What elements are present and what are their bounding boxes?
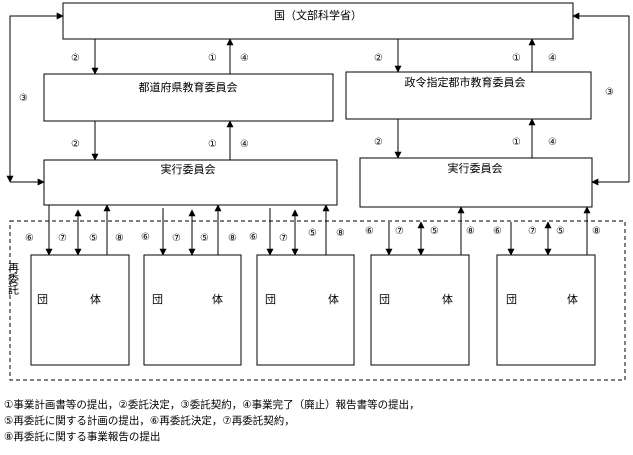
dantai-3-tai: 体 [328,292,339,306]
dantai-box-5 [496,254,596,366]
dantai-1-dan: 団 [37,293,48,306]
todofuken-box [43,73,334,122]
mark-8-g3: ⑧ [336,228,345,239]
dantai-box-4 [370,254,470,366]
saiitaku-label: 再委託 [7,262,20,295]
mark-4-a: ④ [240,53,249,64]
mark-4-c: ④ [240,139,249,150]
dantai-2-dan: 団 [152,293,163,306]
seirei-box [345,71,592,120]
mark-5-g1: ⑤ [89,233,98,244]
dantai-box-3 [256,254,355,366]
mark-6-g3: ⑥ [249,232,258,243]
dantai-box-1 [30,254,130,366]
legend: ①事業計画書等の提出，②委託決定，③委託契約，④事業完了（廃止）報告書等の提出，… [4,397,420,445]
mark-4-d: ④ [548,137,557,148]
mark-1-c: ① [208,139,217,150]
mark-6-g5: ⑥ [493,226,502,237]
mark-2-a: ② [71,53,80,64]
arrow-3-right-loop [572,12,630,182]
saiitaku-region [9,220,626,381]
jikkou-right-box [359,157,593,208]
dantai-5-tai: 体 [567,292,578,306]
jikkou-left-label: 実行委員会 [161,162,216,176]
mark-8-g4: ⑧ [466,226,475,237]
mark-5-g5: ⑤ [556,226,565,237]
mark-2-d: ② [374,137,383,148]
mark-1-d: ① [512,137,521,148]
mark-3-right: ③ [605,87,614,98]
mark-7-g1: ⑦ [58,233,67,244]
mark-6-g4: ⑥ [365,226,374,237]
legend-line-3: ⑧再委託に関する事業報告の提出 [4,431,161,443]
mark-5-g3: ⑤ [308,228,317,239]
mark-3-left: ③ [19,93,28,104]
mark-8-g1: ⑧ [115,233,124,244]
dantai-2-tai: 体 [212,292,223,306]
mark-7-g3: ⑦ [279,233,288,244]
mark-8-g5: ⑧ [592,226,601,237]
dantai-4-tai: 体 [442,292,453,306]
jikkou-right-label: 実行委員会 [448,161,503,175]
mark-8-g2: ⑧ [228,233,237,244]
mark-6-g2: ⑥ [141,232,150,243]
mark-1-b: ① [512,53,521,64]
dantai-5-dan: 団 [506,293,517,306]
dantai-3-dan: 団 [265,293,276,306]
legend-line-2: ⑤再委託に関する計画の提出，⑥再委託決定，⑦再委託契約， [4,415,295,427]
mark-5-g4: ⑤ [430,226,439,237]
mark-4-b: ④ [548,53,557,64]
seirei-label: 政令指定都市教育委員会 [405,75,526,89]
legend-line-1: ①事業計画書等の提出，②委託決定，③委託契約，④事業完了（廃止）報告書等の提出， [4,399,420,411]
flow-diagram: 国（文部科学省） 都道府県教育委員会 政令指定都市教育委員会 実行委員会 実行委… [6,2,630,381]
arrow-3-left-loop [6,12,64,183]
mark-6-g1: ⑥ [25,233,34,244]
mark-2-b: ② [374,53,383,64]
kuni-box [62,2,574,40]
todofuken-label: 都道府県教育委員会 [139,80,238,94]
mark-7-g2: ⑦ [172,233,181,244]
jikkou-left-box [43,159,338,206]
mark-7-g5: ⑦ [528,226,537,237]
dantai-box-2 [143,254,242,366]
kuni-label: 国（文部科学省） [274,8,362,22]
mark-2-c: ② [71,139,80,150]
mark-7-g4: ⑦ [395,226,404,237]
dantai-4-dan: 団 [379,293,390,306]
mark-1-a: ① [208,53,217,64]
dantai-1-tai: 体 [90,292,101,306]
mark-5-g2: ⑤ [200,233,209,244]
